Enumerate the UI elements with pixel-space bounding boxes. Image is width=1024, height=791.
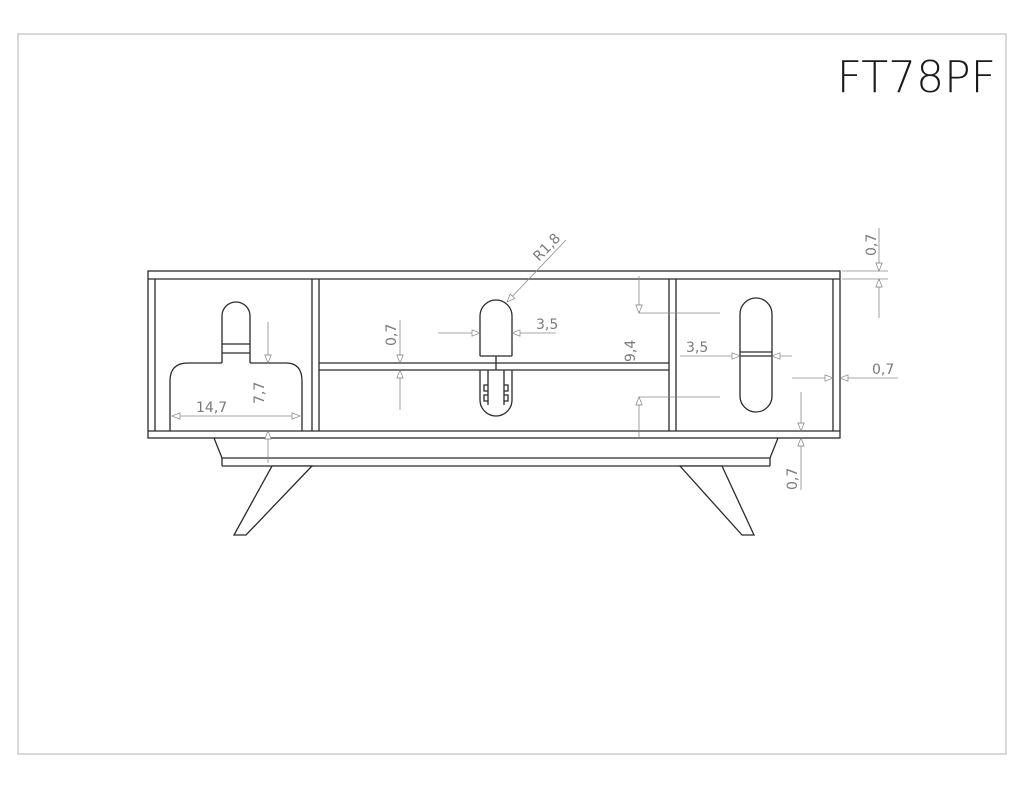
dim-right-slot-width: 3,5 (680, 340, 792, 360)
dim-top-thickness: 0,7 (842, 228, 888, 318)
tv-stand-body (147, 270, 841, 439)
svg-text:0,7: 0,7 (872, 362, 894, 378)
drawing-frame (17, 33, 1007, 755)
dim-shelf-thickness: 0,7 (384, 320, 404, 410)
svg-text:3,5: 3,5 (686, 340, 708, 356)
svg-text:0,7: 0,7 (864, 234, 880, 256)
svg-text:9,4: 9,4 (623, 340, 639, 362)
svg-text:0,7: 0,7 (785, 468, 801, 490)
svg-text:14,7: 14,7 (196, 400, 227, 416)
dim-bottom-thickness: 0,7 (785, 392, 805, 490)
dim-left-cutout-height: 7,7 (252, 322, 272, 463)
dim-center-height: 9,4 (623, 276, 720, 438)
dim-side-thickness: 0,7 (792, 362, 898, 382)
svg-text:0,7: 0,7 (384, 324, 400, 346)
dim-radius: R1,8 (506, 231, 567, 303)
base-and-legs (213, 437, 779, 536)
center-cable-slot (479, 299, 513, 417)
dim-left-cutout-width: 14,7 (171, 400, 301, 420)
right-cable-slot (739, 297, 773, 413)
left-cable-cutout (169, 301, 303, 431)
svg-text:3,5: 3,5 (536, 317, 558, 333)
dim-center-slot-width: 3,5 (438, 317, 558, 337)
svg-text:7,7: 7,7 (252, 382, 268, 404)
model-title: FT78PF (837, 52, 996, 103)
